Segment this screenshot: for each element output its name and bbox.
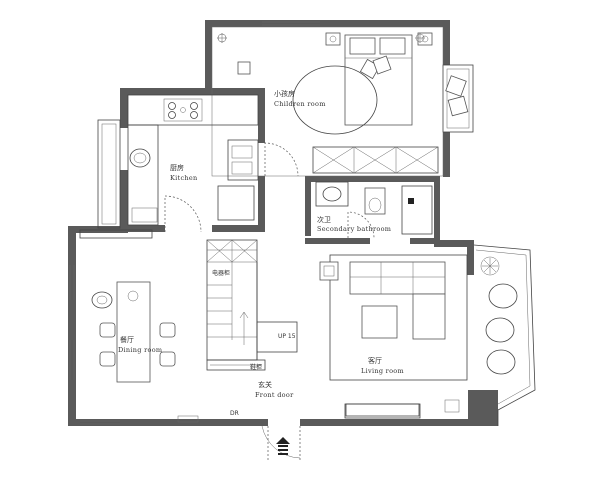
living-label-en: Living room [361,367,404,375]
sofa [349,261,446,295]
shoe-cabinet-label: 鞋柜 [250,363,262,371]
kitchen: 厨房 Kitchen [127,94,259,233]
staircase: 电器柜 UP 15 鞋柜 [206,239,298,371]
bathroom-label-en: Secondary bathroom [317,225,391,233]
corner-marks [217,33,425,43]
children-room-label-en: Children room [274,100,326,108]
door-mark: DR [230,410,239,417]
dining-room: 餐厅 Dining room [91,281,176,383]
coffee-table [361,305,398,339]
secondary-bathroom: 次卫 Secondary bathroom [315,181,433,239]
windows [69,21,536,426]
entrance-label-en: Front door [255,391,294,399]
children-room-label-cn: 小孩房 [274,89,295,98]
upstairs-label: UP 15 [278,333,296,340]
fridge-cabinet-label: 电器柜 [212,269,230,277]
living-label-cn: 客厅 [368,356,382,365]
children-room: 小孩房 Children room [211,26,469,177]
kitchen-label-cn: 厨房 [170,163,184,172]
dining-label-en: Dining room [118,346,162,354]
bathroom-label-cn: 次卫 [317,215,331,224]
living-room: 客厅 Living room [319,254,518,417]
dining-label-cn: 餐厅 [120,335,134,344]
walls [68,20,498,426]
dining-table [116,281,151,383]
entrance-label-cn: 玄关 [258,380,272,389]
entrance: DR 玄关 Front door [177,380,460,460]
kitchen-label-en: Kitchen [170,174,198,182]
